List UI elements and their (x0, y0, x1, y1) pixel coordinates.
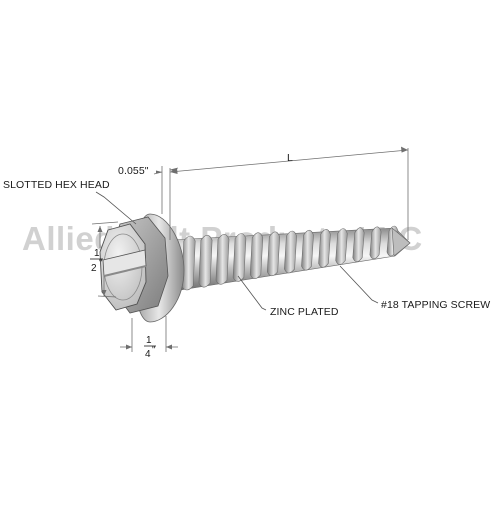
callout-type-label: #18 TAPPING SCREW (381, 299, 490, 311)
thread-crest (335, 228, 348, 265)
washer-thickness-dimension: 0.055" (118, 165, 179, 214)
screw-tip (391, 227, 411, 257)
head-width-unit: " (152, 345, 156, 356)
thread-crest (181, 235, 196, 291)
screw-illustration (99, 213, 411, 323)
head-width-dimension: 1 4 " (120, 316, 178, 360)
length-label: L (287, 152, 293, 164)
thread-crest (249, 232, 264, 279)
head-height-denominator: 2 (91, 263, 97, 274)
slot-shadow (103, 265, 147, 277)
head-height-dimension: 1 2 " (90, 221, 119, 298)
callout-slotted-hex-head: SLOTTED HEX HEAD (3, 179, 137, 225)
callout-tapping-screw: #18 TAPPING SCREW (339, 265, 490, 311)
washer-thickness-label: 0.055" (118, 165, 149, 177)
callout-finish-label: ZINC PLATED (270, 306, 339, 318)
thread-crest (198, 234, 213, 288)
screw-threads (181, 225, 411, 291)
thread-crest (352, 227, 365, 262)
thread-crest (284, 230, 297, 274)
thread-crest (232, 233, 247, 282)
thread-crest (215, 234, 230, 285)
thread-crest (318, 229, 331, 268)
head-height-unit: " (99, 258, 103, 269)
callout-head-label: SLOTTED HEX HEAD (3, 179, 110, 191)
head-height-numerator: 1 (94, 248, 100, 259)
callout-zinc-plated: ZINC PLATED (237, 275, 339, 318)
head-width-numerator: 1 (146, 335, 152, 346)
thread-crest (266, 231, 281, 277)
length-dimension: L (169, 146, 409, 240)
head-width-denominator: 4 (145, 349, 151, 360)
thread-crest (369, 226, 382, 260)
thread-crest (301, 229, 314, 271)
